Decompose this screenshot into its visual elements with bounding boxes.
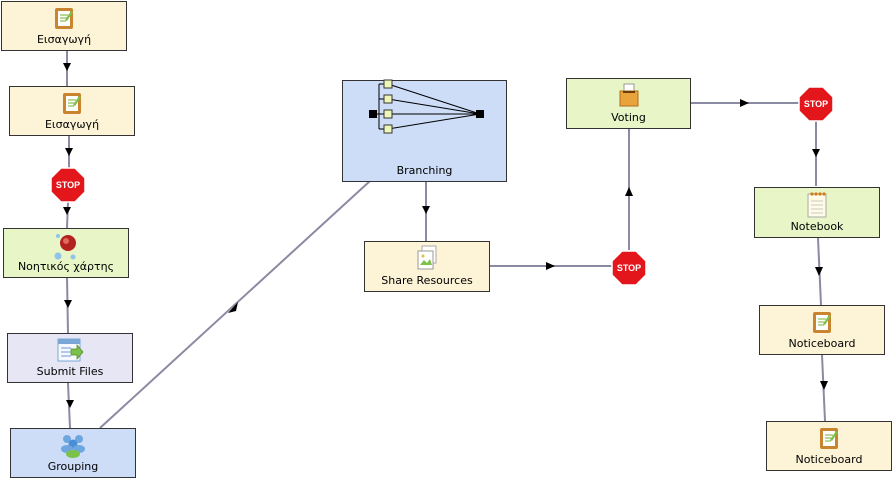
share-resources-icon xyxy=(417,245,437,270)
branching-icon xyxy=(369,79,484,134)
activity-notebook[interactable]: Notebook xyxy=(754,187,880,238)
activity-label: Grouping xyxy=(47,460,99,473)
submit-files-icon xyxy=(57,338,84,362)
activity-label: Εισαγωγή xyxy=(36,33,92,46)
activity-label: Noticeboard xyxy=(795,453,863,466)
noticeboard-icon xyxy=(63,93,81,114)
stop-gate[interactable]: STOP xyxy=(798,86,834,122)
activity-grouping[interactable]: Grouping xyxy=(10,428,136,478)
activity-label: Branching xyxy=(396,164,453,177)
noticeboard-icon xyxy=(55,8,73,29)
mindmap-icon xyxy=(54,234,76,260)
activity-noticeboard-2[interactable]: Εισαγωγή xyxy=(9,86,135,136)
activity-label: Share Resources xyxy=(381,274,473,287)
activity-voting[interactable]: Voting xyxy=(566,78,691,129)
activity-noticeboard-1[interactable]: Εισαγωγή xyxy=(1,1,127,51)
activity-noticeboard-4[interactable]: Noticeboard xyxy=(766,421,892,471)
svg-text:STOP: STOP xyxy=(804,99,828,109)
activity-submit-files[interactable]: Submit Files xyxy=(7,333,133,383)
svg-text:STOP: STOP xyxy=(617,263,641,273)
activity-label: Notebook xyxy=(790,220,844,233)
activity-mindmap[interactable]: Νοητικός χάρτης xyxy=(3,228,129,278)
stop-gate[interactable]: STOP xyxy=(611,250,647,286)
activity-share-resources[interactable]: Share Resources xyxy=(364,241,490,292)
voting-icon xyxy=(619,83,638,107)
activity-branching[interactable]: Branching xyxy=(342,79,507,182)
grouping-icon xyxy=(61,435,85,458)
activity-label: Submit Files xyxy=(36,365,104,378)
noticeboard-icon xyxy=(820,428,838,449)
activity-label: Εισαγωγή xyxy=(44,118,100,131)
activity-label: Νοητικός χάρτης xyxy=(17,260,115,273)
activity-noticeboard-3[interactable]: Noticeboard xyxy=(759,305,885,355)
notebook-icon xyxy=(807,192,827,218)
svg-text:STOP: STOP xyxy=(56,180,80,190)
noticeboard-icon xyxy=(813,312,831,333)
activity-label: Voting xyxy=(611,111,646,124)
stop-gate[interactable]: STOP xyxy=(50,167,86,203)
activity-label: Noticeboard xyxy=(788,337,856,350)
